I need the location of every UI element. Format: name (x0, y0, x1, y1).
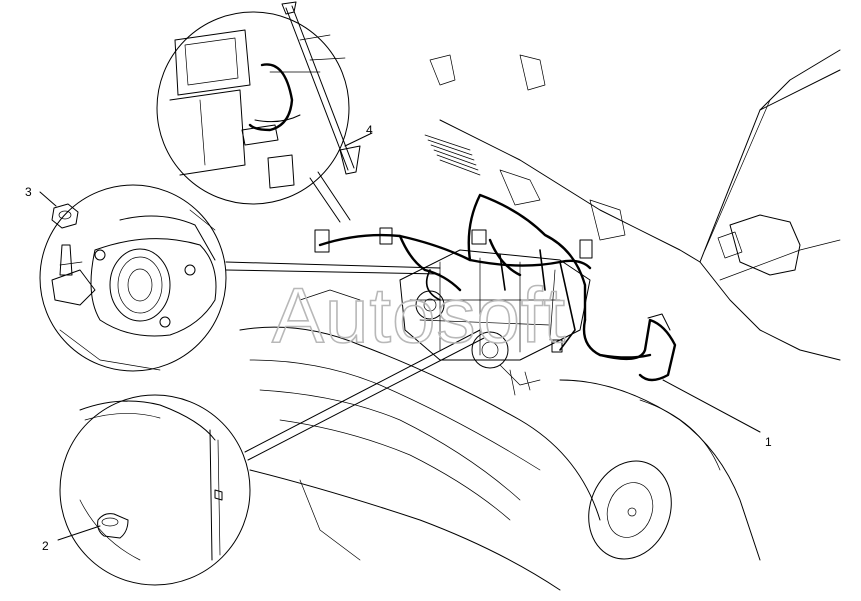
detail-leader-lines (225, 171, 485, 461)
callout-4: 4 (366, 123, 373, 137)
callout-3: 3 (25, 185, 32, 199)
detail-circle-2 (59, 394, 251, 586)
antenna-rod (281, 1, 361, 175)
cowl-grille (424, 134, 481, 176)
callout-2: 2 (42, 539, 49, 553)
detail-circle-4 (156, 11, 350, 205)
component-1-sensor (598, 313, 677, 382)
component-2-sensor (97, 513, 129, 539)
wiring-harness (314, 193, 652, 359)
engine-block (399, 249, 591, 396)
watermark: Autosoft (272, 271, 566, 359)
vehicle-body (239, 49, 841, 591)
callout-1: 1 (765, 435, 772, 449)
callout-leaders (39, 132, 761, 541)
detail-circle-3 (39, 184, 227, 372)
component-3-nut (51, 203, 79, 229)
